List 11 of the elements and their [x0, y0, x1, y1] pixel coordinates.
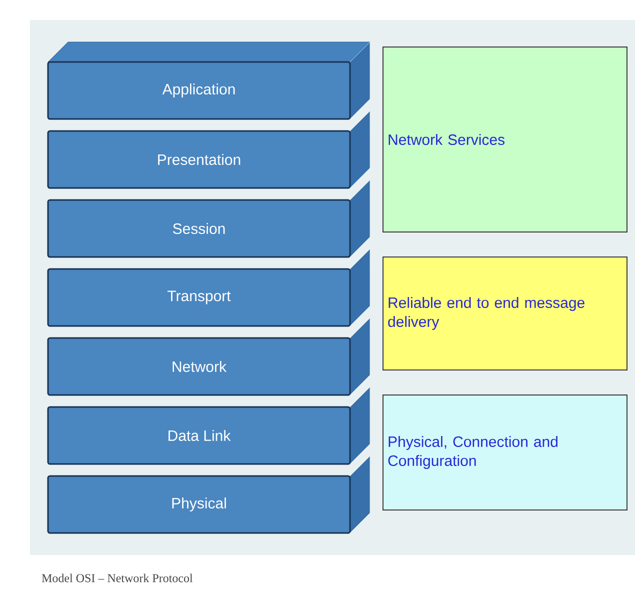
layer-block: Network [47, 318, 370, 396]
layer-block: Application [47, 42, 370, 120]
layer-block: Transport [47, 248, 370, 327]
layer-block: Session [47, 180, 370, 258]
description-box: Network Services [382, 46, 628, 232]
caption: Model OSI – Network Protocol [42, 574, 193, 582]
description-box: Reliable end to end message delivery [382, 256, 628, 370]
layer-block: Physical [47, 456, 370, 534]
description-box: Physical, Connection and Configuration [382, 394, 628, 510]
layer-block: Data Link [47, 386, 370, 465]
layer-block: Presentation [47, 110, 370, 189]
